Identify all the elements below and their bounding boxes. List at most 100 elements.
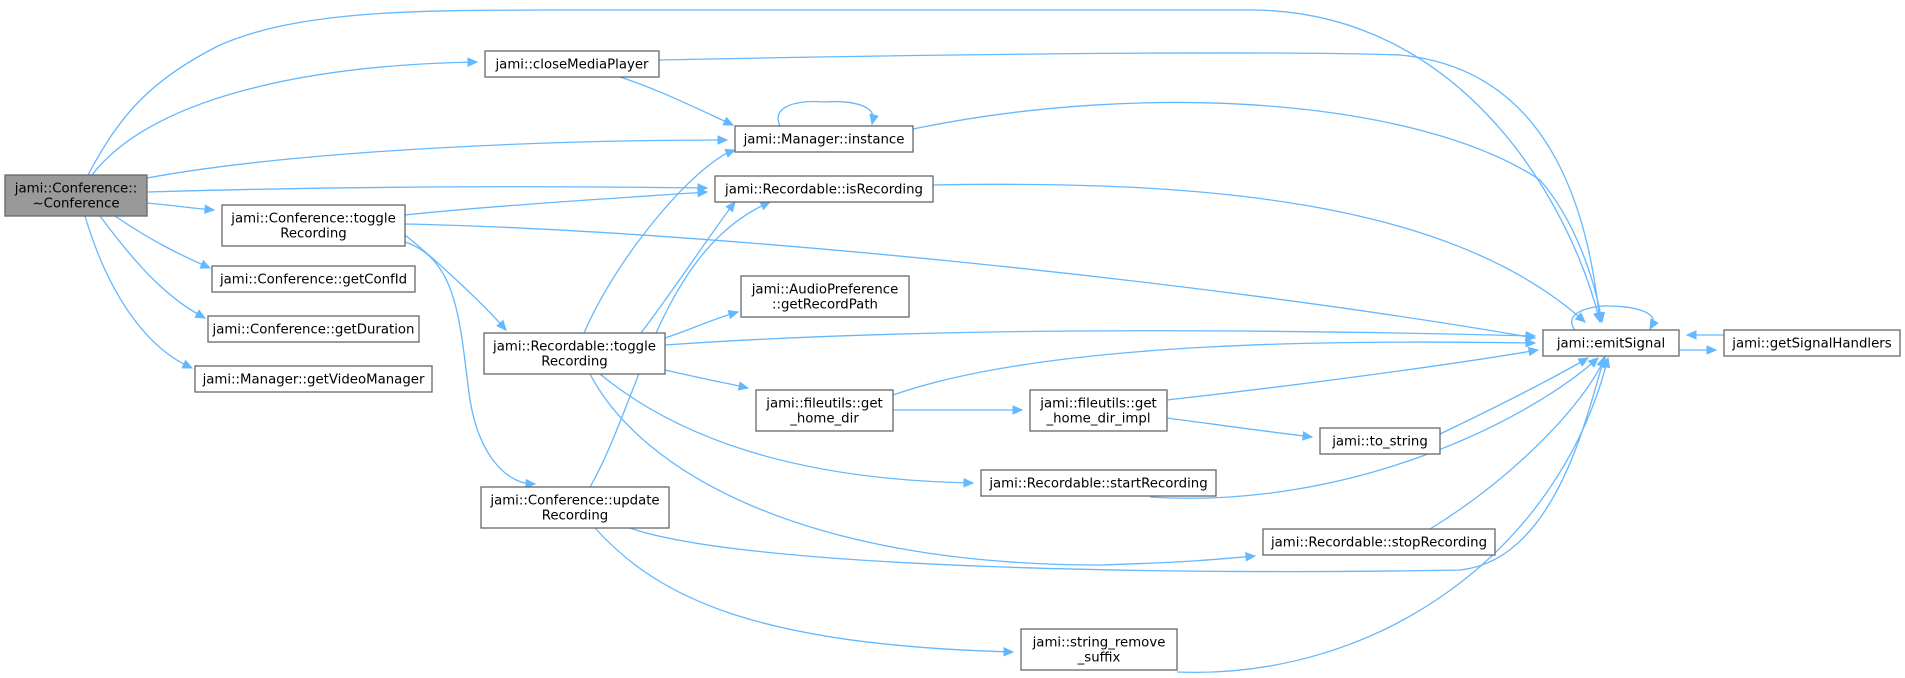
node-box — [4, 174, 148, 217]
node-emitSignal[interactable]: jami::emitSignal — [1542, 329, 1680, 357]
arrowhead-icon — [1595, 311, 1606, 324]
node-label: Recording — [542, 509, 609, 524]
edge-managerInstance-self — [777, 100, 879, 127]
node-stopRecording[interactable]: jami::Recordable::stopRecording — [1262, 528, 1496, 556]
edge-root-managerInstance — [146, 135, 729, 179]
edge-line — [87, 9, 1601, 323]
edge-line — [664, 330, 1536, 346]
edge-line — [594, 527, 1014, 653]
arrowhead-icon — [467, 57, 479, 67]
edge-updateRecording-stringRemoveSuffix — [594, 527, 1015, 657]
edge-line — [84, 215, 193, 369]
node-label: Recording — [541, 355, 608, 370]
arrowhead-icon — [759, 201, 772, 211]
arrowhead-icon — [725, 201, 736, 213]
edge-closeMediaPlayer-managerInstance — [619, 76, 735, 126]
edge-line — [1166, 417, 1313, 438]
node-box — [1542, 329, 1680, 357]
arrowhead-icon — [496, 319, 507, 331]
node-label: _home_dir_impl — [1045, 412, 1150, 427]
node-getHomeDirImpl[interactable]: jami::fileutils::get_home_dir_impl — [1029, 389, 1168, 432]
arrowhead-icon — [1685, 330, 1697, 340]
edge-root-getVideoManager — [84, 215, 194, 369]
call-nodes: jami::Conference::~Conference jami::close… — [4, 50, 1901, 671]
edge-line — [619, 76, 734, 126]
edge-confToggle-emitSignal — [404, 223, 1537, 342]
edge-confToggle-updateRecording — [404, 241, 537, 489]
node-closeMediaPlayer[interactable]: jami::closeMediaPlayer — [484, 50, 660, 78]
node-label: jami::Recordable::stopRecording — [1270, 536, 1487, 551]
arrowhead-icon — [1706, 345, 1718, 355]
edge-line — [664, 311, 739, 339]
edge-root-getConfId — [114, 215, 212, 269]
node-managerInstance[interactable]: jami::Manager::instance — [734, 125, 914, 153]
edge-line — [892, 341, 1536, 396]
arrowhead-icon — [181, 359, 194, 369]
edge-managerInstance-emitSignal — [912, 101, 1606, 324]
node-getConfId[interactable]: jami::Conference::getConfId — [211, 265, 416, 293]
arrowhead-icon — [1587, 357, 1599, 368]
arrowhead-icon — [199, 259, 212, 269]
edge-line — [589, 373, 1256, 566]
node-box — [1020, 628, 1178, 671]
node-label: Recording — [280, 227, 347, 242]
node-getHomeDir[interactable]: jami::fileutils::get_home_dir — [755, 389, 894, 432]
arrowhead-icon — [737, 381, 750, 391]
node-label: jami::getSignalHandlers — [1731, 337, 1891, 352]
edge-confToggle-isRecording — [404, 187, 709, 216]
edge-line — [91, 61, 478, 176]
arrowhead-icon — [1003, 646, 1015, 657]
node-getVideoManager[interactable]: jami::Manager::getVideoManager — [194, 365, 433, 393]
edge-recToggle-startRecording — [599, 373, 975, 488]
node-box — [1319, 427, 1441, 455]
node-label: ::getRecordPath — [772, 298, 878, 313]
node-label: jami::Manager::getVideoManager — [202, 373, 425, 388]
node-label: jami::AudioPreference — [751, 283, 899, 298]
node-getDuration[interactable]: jami::Conference::getDuration — [207, 315, 420, 343]
edge-line — [658, 52, 1601, 323]
arrowhead-icon — [1012, 405, 1024, 415]
edge-recToggle-emitSignal — [664, 330, 1537, 346]
node-label: jami::Manager::instance — [743, 133, 905, 148]
node-label: jami::closeMediaPlayer — [494, 58, 649, 73]
node-startRecording[interactable]: jami::Recordable::startRecording — [980, 469, 1217, 497]
node-root[interactable]: jami::Conference::~Conference — [4, 174, 148, 217]
node-label: jami::Recordable::toggle — [492, 340, 656, 355]
node-getRecordPath[interactable]: jami::AudioPreference::getRecordPath — [740, 275, 910, 318]
edge-line — [404, 234, 507, 331]
edge-line — [599, 373, 974, 484]
edge-line — [1149, 357, 1599, 499]
node-box — [1262, 528, 1496, 556]
node-label: jami::Conference::getConfId — [219, 273, 407, 288]
edge-isRecording-emitSignal — [932, 183, 1586, 323]
node-box — [207, 315, 420, 343]
edge-line — [404, 223, 1536, 339]
node-label: jami::Conference::getDuration — [212, 323, 415, 338]
node-box — [1723, 329, 1901, 357]
node-getSignalHandlers[interactable]: jami::getSignalHandlers — [1723, 329, 1901, 357]
edge-line — [639, 201, 736, 335]
edge-emitSignal-self — [1571, 305, 1659, 331]
node-box — [1029, 389, 1168, 432]
node-label: _home_dir — [789, 412, 859, 427]
edge-line — [589, 201, 771, 488]
edge-stopRecording-emitSignal — [1429, 356, 1606, 530]
node-label: jami::fileutils::get — [1039, 397, 1156, 412]
node-toString[interactable]: jami::to_string — [1319, 427, 1441, 455]
node-box — [484, 50, 660, 78]
arrowhead-icon — [697, 187, 709, 198]
node-stringRemoveSuffix[interactable]: jami::string_remove_suffix — [1020, 628, 1178, 671]
arrowhead-icon — [727, 309, 740, 320]
node-box — [740, 275, 910, 318]
node-isRecording[interactable]: jami::Recordable::isRecording — [714, 175, 934, 203]
edge-recToggle-isRecording — [639, 201, 736, 335]
edge-stringRemoveSuffix-emitSignal — [1176, 356, 1611, 673]
edge-line — [146, 202, 215, 211]
node-label: jami::string_remove — [1032, 636, 1166, 651]
edge-confToggle-recToggle — [404, 234, 507, 331]
node-box — [755, 389, 894, 432]
